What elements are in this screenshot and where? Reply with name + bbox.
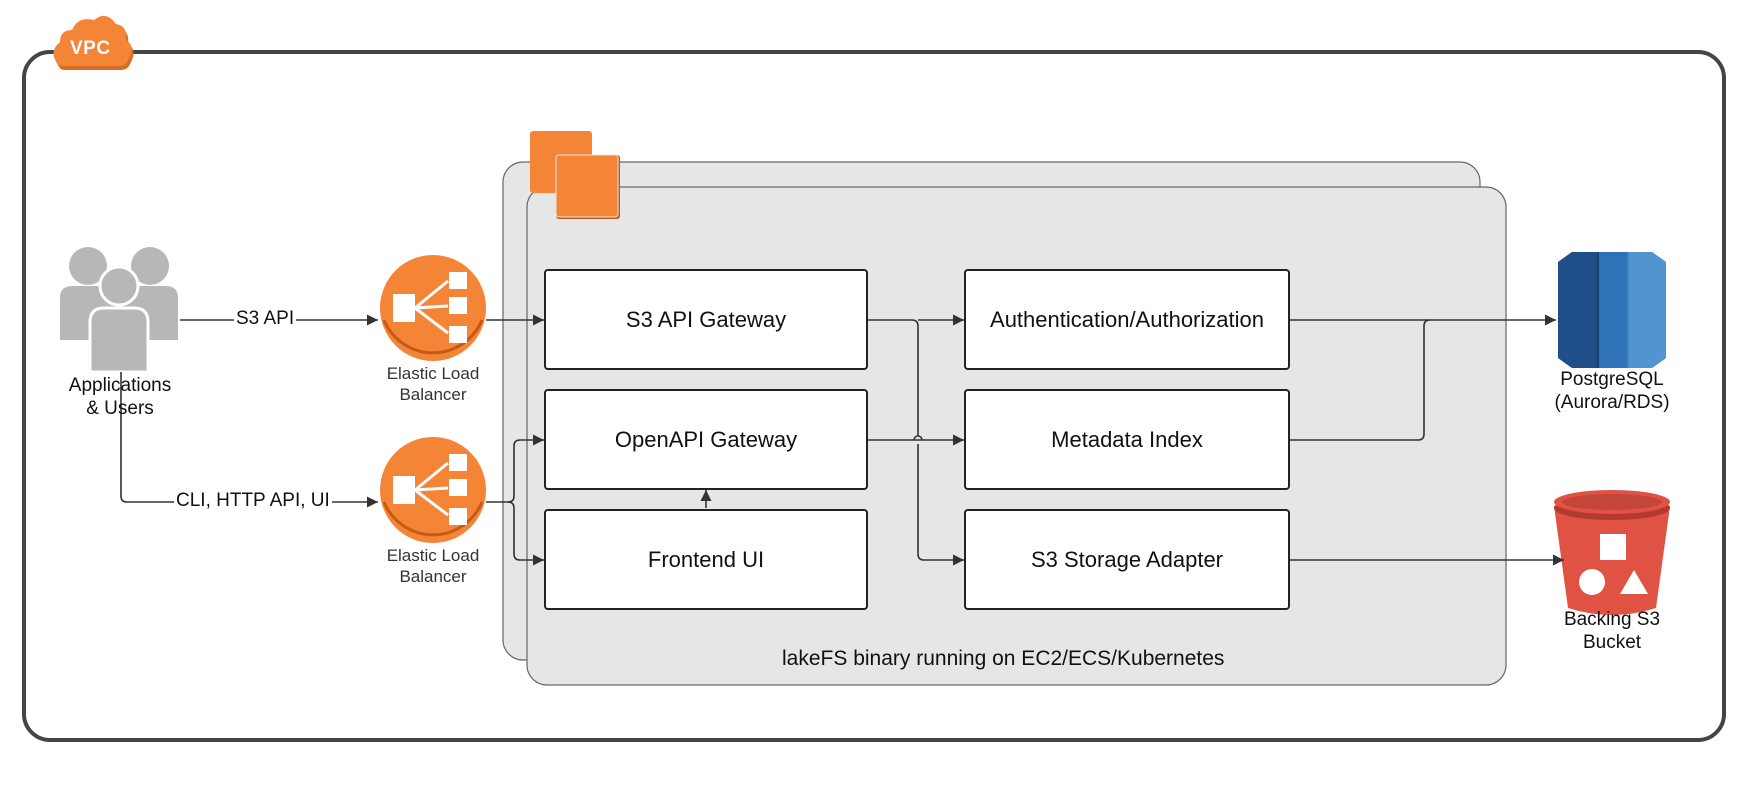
vpc-label: VPC — [70, 38, 111, 59]
elb-label-bottom: Elastic Load Balancer — [386, 546, 480, 586]
elb-label-top: Elastic Load Balancer — [386, 364, 480, 404]
elb-icon-top — [380, 255, 486, 361]
openapi-gateway-box: OpenAPI Gateway — [544, 389, 868, 490]
ec2-instances-icon — [530, 131, 620, 219]
frontend-ui-box: Frontend UI — [544, 509, 868, 610]
vpc-cloud-icon — [53, 15, 134, 70]
crossing-hop — [913, 435, 923, 441]
vpc-boundary — [22, 50, 1726, 742]
s3-bucket-icon — [1554, 490, 1670, 615]
rds-database-icon — [1558, 252, 1666, 368]
edge-users-to-elb-bottom — [120, 372, 378, 508]
edge-elb-bottom-to-frontend — [507, 501, 544, 566]
postgres-label: PostgreSQL (Aurora/RDS) — [1554, 369, 1670, 413]
edge-to-storage-adapter — [917, 444, 964, 566]
edge-s3-gateway-to-auth — [866, 319, 919, 436]
s3-api-gateway-box: S3 API Gateway — [544, 269, 868, 370]
auth-box: Authentication/Authorization — [964, 269, 1290, 370]
bucket-label: Backing S3 Bucket — [1563, 609, 1661, 653]
users-label: Applications & Users — [68, 375, 172, 419]
elb-icon-bottom — [380, 437, 486, 543]
lakefs-caption: lakeFS binary running on EC2/ECS/Kuberne… — [782, 647, 1225, 670]
storage-adapter-box: S3 Storage Adapter — [964, 509, 1290, 610]
edge-label-s3-api: S3 API — [234, 308, 297, 330]
users-group-icon — [60, 247, 178, 374]
edge-label-cli: CLI, HTTP API, UI — [174, 490, 332, 512]
metadata-index-box: Metadata Index — [964, 389, 1290, 490]
edge-metadata-to-postgres — [1290, 319, 1431, 441]
